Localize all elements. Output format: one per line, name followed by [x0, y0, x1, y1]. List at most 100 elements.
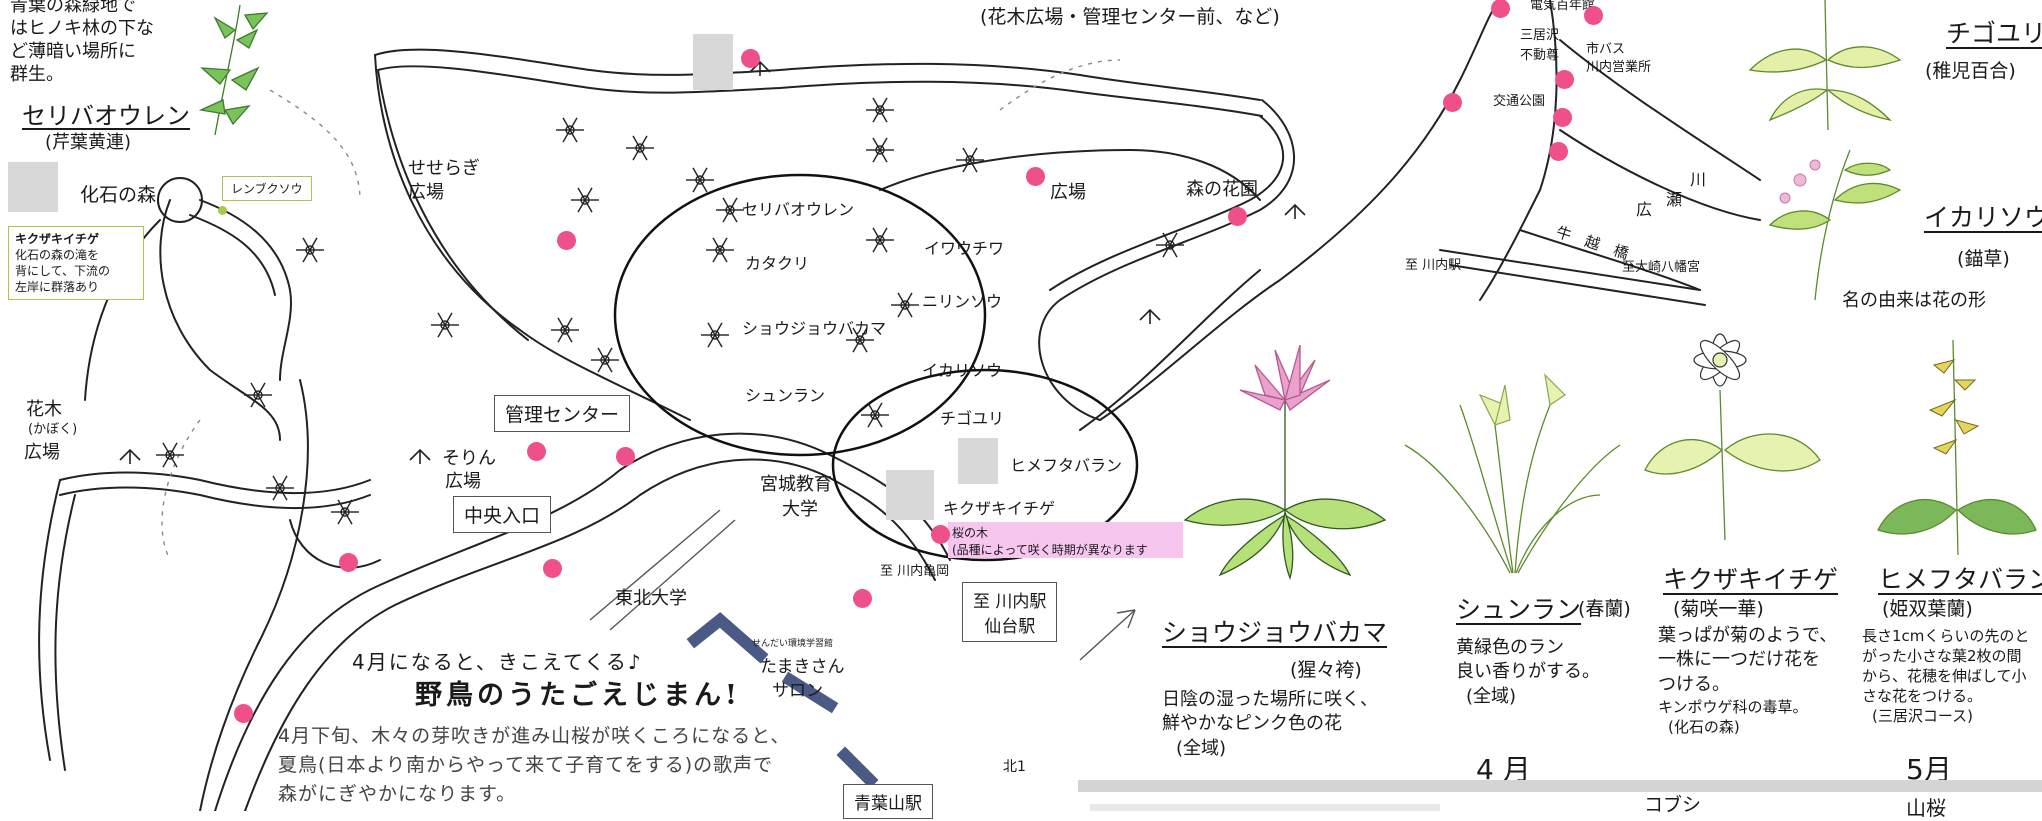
- to-station-box: 至 川内駅 仙台駅: [962, 582, 1058, 642]
- flower-sketch-icon: [266, 475, 294, 501]
- legend-ikari: イカリソウ: [922, 361, 1003, 380]
- legend-kikuzaki: キクザキイチゲ: [943, 499, 1056, 518]
- top-note: (花木広場・管理センター前、など): [980, 6, 1280, 28]
- sakura-dot: [1026, 167, 1045, 186]
- sakura-dot: [1553, 108, 1572, 127]
- intro-line: ど薄暗い場所に: [10, 41, 136, 62]
- flower-sketch-icon: [956, 147, 984, 173]
- seriba-reading: (芹葉黄連): [45, 132, 132, 153]
- shojo-desc-line: 日陰の湿った場所に咲く、: [1162, 689, 1378, 710]
- shunran-loc: (全域): [1466, 685, 1517, 707]
- flower-sketch-icon: [244, 382, 272, 408]
- hime-loc: (三居沢コース): [1872, 707, 1973, 725]
- shojo-name: ショウジョウバカマ: [1162, 618, 1388, 647]
- flower-sketch-icon: [861, 402, 889, 428]
- river-char: 川: [1690, 170, 1707, 189]
- kaseki-icon-box: [8, 162, 58, 212]
- legend-nirin: ニリンソウ: [922, 292, 1003, 311]
- river-char: 広: [1636, 200, 1653, 219]
- flower-sketch-icon: [866, 227, 894, 253]
- place-kaboku: 花木: [26, 399, 62, 420]
- sakura-dot: [1584, 6, 1603, 25]
- flower-sketch-icon: [591, 347, 619, 373]
- aobayama-station-box: 青葉山駅: [843, 784, 933, 819]
- shojo-desc: 日陰の湿った場所に咲く、 鮮やかなピンク色の花 (全域): [1162, 688, 1378, 761]
- kikuzaki-loc: (化石の森): [1668, 718, 1740, 737]
- chigo-reading: (稚児百合): [1925, 60, 2016, 82]
- place-miyagi-edu-2: 大学: [782, 499, 818, 520]
- intro-line: 青葉の森緑地で: [10, 0, 136, 16]
- shojo-desc-line: 鮮やかなピンク色の花: [1162, 713, 1342, 735]
- intro-text: 青葉の森緑地で はヒノキ林の下な ど薄暗い場所に 群生。: [10, 0, 154, 86]
- flower-sketch-icon: [716, 197, 744, 223]
- shojo-illustration: [1183, 344, 1387, 580]
- flower-sketch-icon: [626, 135, 654, 161]
- place-tohoku: 東北大学: [615, 588, 687, 609]
- place-salon: たまきさん: [760, 657, 845, 677]
- birds-line: 森がにぎやかになります。: [278, 783, 517, 805]
- hime-illustration: [1877, 340, 2037, 555]
- kikuzaki-desc-line: つける。: [1658, 673, 1730, 695]
- legend-seriba: セリバオウレン: [742, 200, 855, 219]
- birds-body: 4月下旬、木々の芽吹きが進み山桜が咲くころになると、 夏鳥(日本より南からやって…: [278, 722, 790, 809]
- aobayama-label: 青葉山駅: [854, 794, 922, 814]
- place-hiroba: 広場: [1050, 182, 1086, 203]
- legend-iwauchiwa: イワウチワ: [924, 239, 1005, 258]
- flower-sketch-icon: [551, 317, 579, 343]
- flower-sketch-icon: [156, 442, 184, 468]
- sakura-dot: [1549, 142, 1568, 161]
- legend-shunran: シュンラン: [745, 386, 826, 405]
- kikuzaki-note-line: 化石の森の滝を: [15, 248, 100, 262]
- legend-chigo: チゴユリ: [940, 409, 1005, 428]
- ikari-name: イカリソウ: [1924, 203, 2042, 232]
- shunran-reading: (春蘭): [1578, 598, 1631, 620]
- shunran-desc-line: 良い香りがする。: [1456, 661, 1600, 683]
- sakura-banner: [948, 522, 1183, 558]
- place-sorin: そりん: [442, 448, 496, 469]
- place-kaboku-reading: (かぼく): [28, 422, 78, 437]
- flower-sketch-icon: [686, 167, 714, 193]
- legend-hime-icon-box: [958, 438, 998, 484]
- sakura-dot: [527, 442, 546, 461]
- place-to-osaki: 至大崎八幡宮: [1622, 260, 1701, 275]
- flower-sketch-icon: [556, 117, 584, 143]
- seriba-title: セリバオウレン: [22, 102, 190, 130]
- ikari-desc: 名の由来は花の形: [1842, 290, 1986, 311]
- kikuzaki-reading: (菊咲一華): [1673, 598, 1764, 620]
- place-kotsu: 交通公園: [1493, 94, 1546, 109]
- place-sorin-2: 広場: [445, 471, 481, 492]
- sakura-dot: [853, 589, 872, 608]
- place-fudoson: 不動尊: [1520, 48, 1560, 63]
- seriba-illustration: [198, 4, 269, 136]
- flower-sketch-icon: [431, 312, 459, 338]
- flower-sketch-icon: [331, 499, 359, 525]
- renbu-dot: [218, 206, 227, 215]
- timeline-bar-lower: [1090, 804, 1440, 811]
- sakura-dot: [543, 559, 562, 578]
- intro-line: 群生。: [10, 64, 64, 85]
- kikuzaki-note-title: キクザキイチゲ: [15, 232, 100, 246]
- to-station-line: 仙台駅: [984, 617, 1036, 637]
- hime-desc-line: がった小さな葉2枚の間: [1862, 647, 2022, 665]
- shunran-desc-line: 黄緑色のラン: [1456, 637, 1564, 658]
- sakura-label: 桜の木: [952, 526, 989, 540]
- bottom-kobushi: コブシ: [1644, 794, 1702, 816]
- hime-desc-line: から、花穂を伸ばして小: [1862, 667, 2027, 685]
- birds-line: 夏鳥(日本より南からやって来て子育てをする)の歌声で: [278, 754, 774, 776]
- shunran-name: シュンラン: [1456, 595, 1582, 624]
- chigo-name: チゴユリ: [1946, 19, 2042, 48]
- legend-shojo: ショウジョウバカマ: [742, 319, 887, 338]
- legend-kikuzaki-icon-box: [886, 470, 934, 520]
- sakura-dot: [931, 525, 950, 544]
- shojo-loc: (全域): [1176, 737, 1227, 759]
- place-seseragi-2: 広場: [408, 182, 444, 203]
- flower-sketch-icon: [846, 327, 874, 353]
- top-icon-box: [693, 34, 733, 90]
- renbu-label: レンブクソウ: [231, 182, 303, 196]
- intro-line: はヒノキ林の下な: [10, 18, 154, 39]
- place-sanikyozawa: 三居沢: [1520, 28, 1560, 43]
- sakura-dot: [1491, 0, 1510, 18]
- place-mori-kaen: 森の花園: [1186, 179, 1258, 200]
- kikuzaki-note-line: 左岸に群落あり: [15, 280, 100, 294]
